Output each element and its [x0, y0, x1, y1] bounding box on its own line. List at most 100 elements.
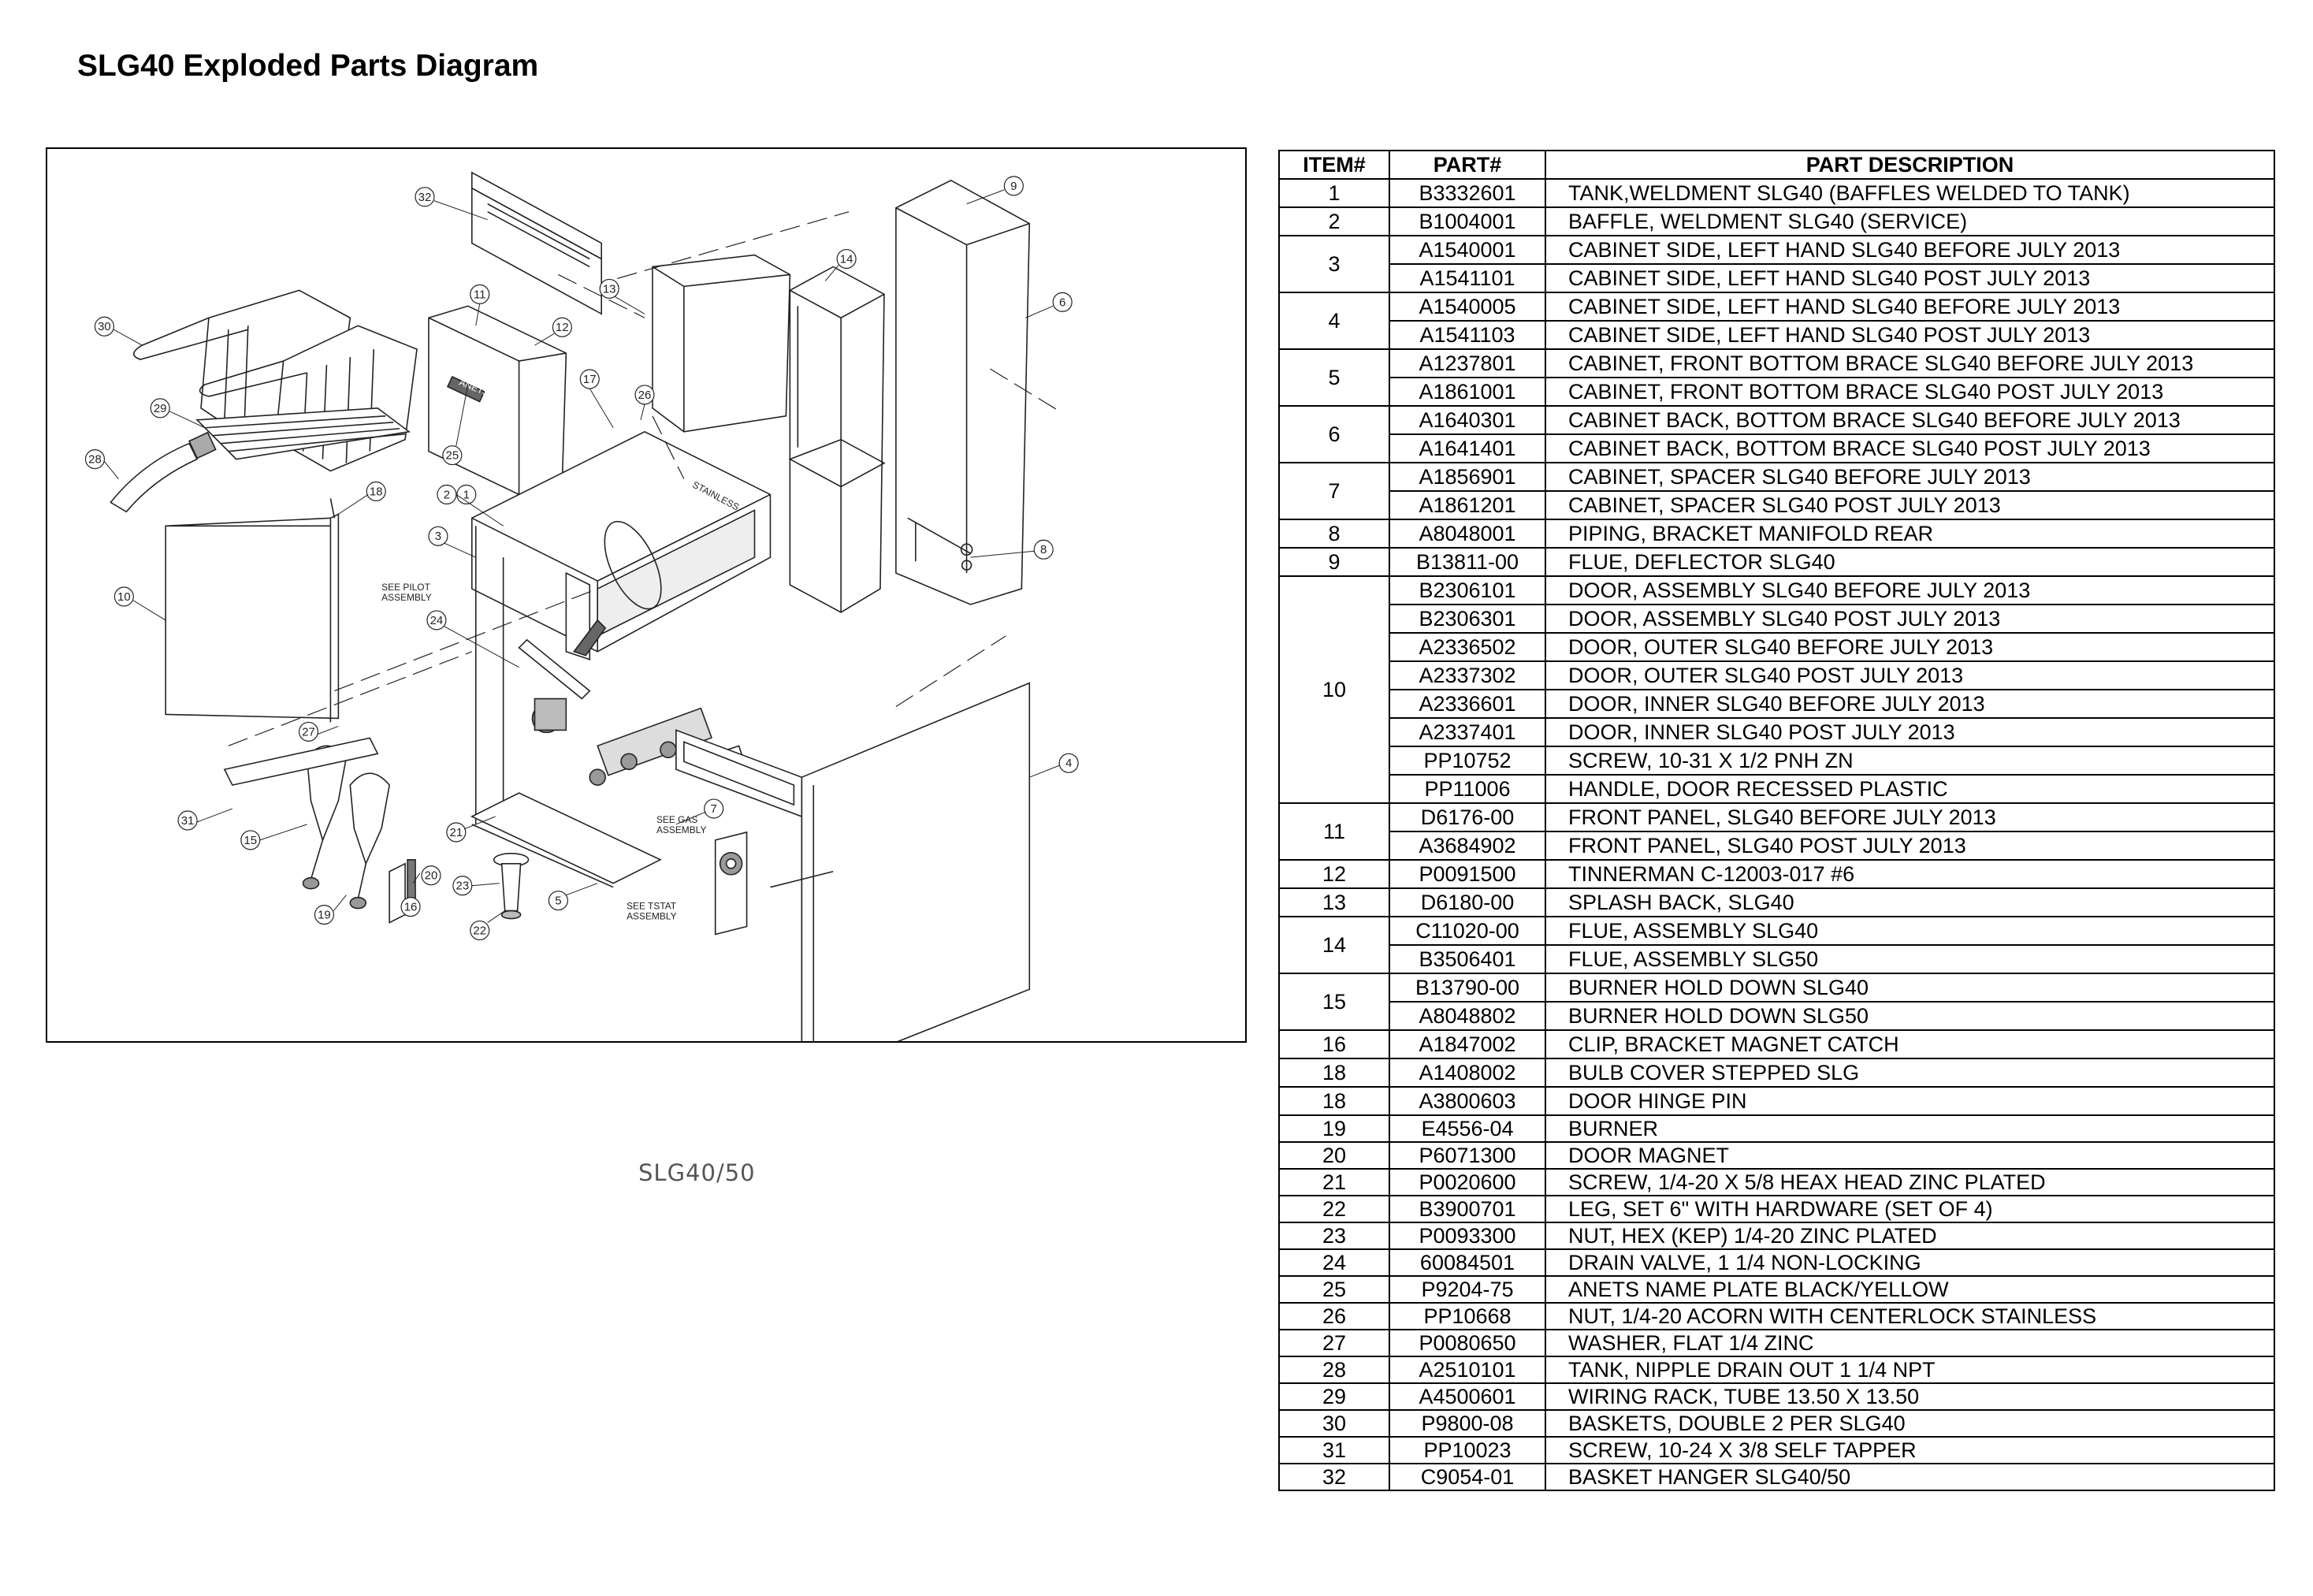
- part-number: A8048001: [1389, 519, 1546, 549]
- part-number: E4556-04: [1389, 1114, 1546, 1143]
- svg-text:28: 28: [88, 453, 102, 467]
- part-number: A2510101: [1389, 1356, 1546, 1384]
- item-number: 3: [1278, 235, 1390, 293]
- item-number: 18: [1278, 1058, 1390, 1088]
- part-number: A1541103: [1389, 320, 1546, 350]
- item-number: 7: [1278, 462, 1390, 520]
- callout-19: 19: [314, 905, 334, 925]
- svg-text:16: 16: [404, 901, 418, 914]
- part-number: B13790-00: [1389, 973, 1546, 1003]
- part-description: DOOR, OUTER SLG40 POST JULY 2013: [1545, 660, 2275, 690]
- flue-assembly: [788, 266, 886, 613]
- part-number: A3684902: [1389, 831, 1546, 861]
- part-description: CABINET SIDE, LEFT HAND SLG40 POST JULY …: [1545, 320, 2275, 350]
- part-number: B2306301: [1389, 604, 1546, 634]
- part-number: A1540001: [1389, 235, 1546, 265]
- item-number: 9: [1278, 547, 1390, 577]
- part-description: CLIP, BRACKET MAGNET CATCH: [1545, 1029, 2275, 1059]
- part-number: A2337302: [1389, 660, 1546, 690]
- door-assembly: [165, 498, 340, 723]
- part-number: D6180-00: [1389, 887, 1546, 917]
- part-number: PP10023: [1389, 1436, 1546, 1464]
- item-number: 23: [1278, 1222, 1390, 1250]
- part-description: CABINET BACK, BOTTOM BRACE SLG40 POST JU…: [1545, 433, 2275, 463]
- part-description: CABINET, FRONT BOTTOM BRACE SLG40 POST J…: [1545, 377, 2275, 407]
- part-description: TINNERMAN C-12003-017 #6: [1545, 859, 2275, 889]
- part-description: DOOR, INNER SLG40 BEFORE JULY 2013: [1545, 689, 2275, 719]
- callout-32: 32: [415, 187, 435, 207]
- svg-text:29: 29: [154, 402, 167, 415]
- cabinet-frame: [470, 526, 662, 888]
- part-description: DOOR MAGNET: [1545, 1141, 2275, 1170]
- callout-17: 17: [579, 369, 600, 389]
- part-description: DOOR HINGE PIN: [1545, 1086, 2275, 1116]
- assembly-notes: SEE PILOT ASSEMBLY SEE GAS ASSEMBLY SEE …: [381, 377, 706, 922]
- part-description: WIRING RACK, TUBE 13.50 X 13.50: [1545, 1382, 2275, 1411]
- part-number: A2337401: [1389, 717, 1546, 747]
- item-number: 25: [1278, 1275, 1390, 1304]
- item-number: 13: [1278, 887, 1390, 917]
- callout-3: 3: [428, 526, 448, 546]
- item-number: 29: [1278, 1382, 1390, 1411]
- cabinet-spacer: [675, 729, 803, 818]
- svg-text:12: 12: [556, 321, 569, 334]
- part-number: B3506401: [1389, 944, 1546, 974]
- svg-text:4: 4: [1065, 757, 1072, 770]
- leader-lines: [104, 189, 1060, 923]
- part-description: FRONT PANEL, SLG40 POST JULY 2013: [1545, 831, 2275, 861]
- part-number: C9054-01: [1389, 1463, 1546, 1491]
- note-pilot-2: ASSEMBLY: [381, 592, 432, 603]
- item-number: 32: [1278, 1463, 1390, 1491]
- callout-2: 2: [437, 484, 457, 505]
- part-number: D6176-00: [1389, 802, 1546, 832]
- part-description: SCREW, 10-31 X 1/2 PNH ZN: [1545, 746, 2275, 776]
- part-description: CABINET SIDE, LEFT HAND SLG40 BEFORE JUL…: [1545, 235, 2275, 265]
- part-number: A1861001: [1389, 377, 1546, 407]
- item-number: 10: [1278, 575, 1390, 804]
- diagram-drawing: STAINLESS: [84, 171, 1079, 1041]
- part-number: P6071300: [1389, 1141, 1546, 1170]
- svg-text:22: 22: [473, 924, 486, 937]
- page-title: SLG40 Exploded Parts Diagram: [77, 49, 539, 83]
- note-tstat-1: SEE TSTAT: [627, 901, 677, 912]
- svg-text:7: 7: [711, 802, 717, 816]
- svg-text:24: 24: [430, 614, 444, 627]
- drain-nipple: [110, 431, 217, 513]
- cabinet-back-panel: [895, 179, 1031, 605]
- part-description: BASKET HANGER SLG40/50: [1545, 1463, 2275, 1491]
- callouts: 32 11 12 13 14 9 6 30 29 28 17 26 25 2 1…: [84, 176, 1079, 941]
- note-tstat-2: ASSEMBLY: [627, 911, 677, 922]
- callout-24: 24: [426, 610, 447, 631]
- front-panel: [428, 305, 567, 496]
- svg-text:21: 21: [450, 826, 463, 839]
- svg-text:14: 14: [840, 252, 853, 266]
- part-description: DOOR, ASSEMBLY SLG40 POST JULY 2013: [1545, 604, 2275, 634]
- basket-hanger: [470, 171, 602, 315]
- part-description: CABINET, SPACER SLG40 POST JULY 2013: [1545, 490, 2275, 520]
- part-description: WASHER, FLAT 1/4 ZINC: [1545, 1329, 2275, 1357]
- callout-8: 8: [1033, 539, 1054, 560]
- svg-text:27: 27: [302, 725, 315, 738]
- exploded-diagram: STAINLESS: [46, 147, 1247, 1186]
- callout-10: 10: [113, 586, 134, 607]
- callout-13: 13: [599, 278, 619, 299]
- callout-25: 25: [442, 445, 463, 466]
- part-description: NUT, HEX (KEP) 1/4-20 ZINC PLATED: [1545, 1222, 2275, 1250]
